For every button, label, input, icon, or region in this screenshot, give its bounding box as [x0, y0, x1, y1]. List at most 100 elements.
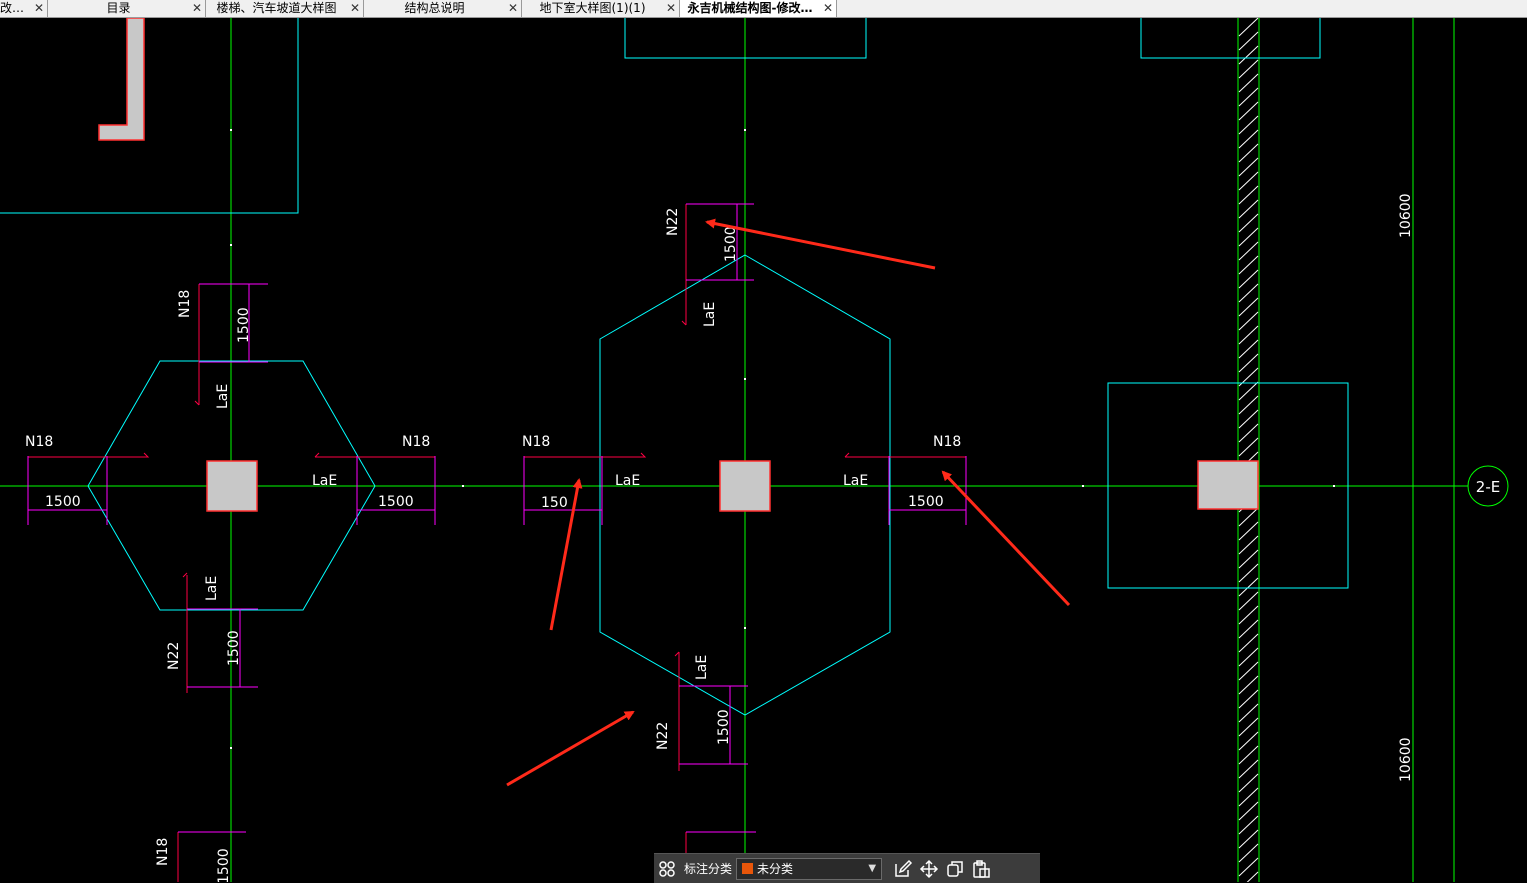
hatch-line — [1238, 297, 1259, 317]
hatch-line — [1238, 115, 1259, 135]
tab-label: 楼梯、汽车坡道大样图 — [216, 1, 337, 15]
labels-right-group: 10600 10600 — [1398, 193, 1414, 782]
dim-left-top — [199, 283, 268, 363]
close-icon[interactable]: ✕ — [665, 1, 676, 15]
rebar-left-west — [28, 452, 150, 458]
axis-bubble-label: 2-E — [1476, 478, 1500, 496]
label-n18: N18 — [177, 290, 193, 318]
drawing-canvas[interactable]: N18 1500 LaE N18 1500 N18 LaE 1500 LaE N… — [0, 18, 1527, 882]
hatch-line — [1238, 31, 1259, 51]
rebar-hook — [314, 452, 320, 458]
hatch-line — [1238, 129, 1259, 149]
hatch-line — [1238, 759, 1259, 779]
rebar-hook — [194, 400, 200, 406]
annotation-arrows — [506, 218, 1071, 787]
tab-2[interactable]: 目录 ✕ — [48, 0, 206, 17]
hatch-line — [1238, 395, 1259, 415]
hatch-line — [1238, 325, 1259, 345]
hatch-line — [1238, 143, 1259, 163]
hatch-line — [1238, 87, 1259, 107]
hatch-line — [1238, 549, 1259, 569]
axis-bubble[interactable]: 2-E — [1467, 465, 1509, 507]
hatch-line — [1238, 535, 1259, 555]
hatch-line — [1238, 563, 1259, 583]
annotation-toolbar: 标注分类 未分类 ▼ — [654, 853, 1040, 883]
hatch-line — [1246, 871, 1259, 882]
hatch-line — [1238, 689, 1259, 709]
hatch-line — [1238, 843, 1259, 863]
hatch-line — [1238, 157, 1259, 177]
label-lae: LaE — [843, 473, 868, 489]
hatch-line — [1238, 213, 1259, 233]
hatch-line — [1238, 185, 1259, 205]
hatch-line — [1238, 73, 1259, 93]
hatch-line — [1238, 633, 1259, 653]
wall-fill — [1239, 18, 1258, 882]
edit-icon[interactable] — [890, 856, 916, 882]
label-lae: LaE — [702, 302, 718, 327]
outline-top-right — [1140, 18, 1321, 59]
tab-5[interactable]: 地下室大样图(1)(1) ✕ — [522, 0, 680, 17]
hatch-line — [1238, 703, 1259, 723]
tab-label: 结构总说明 — [404, 1, 465, 15]
close-icon[interactable]: ✕ — [507, 1, 518, 15]
annotation-arrow — [506, 710, 635, 787]
label-dim-1500: 1500 — [716, 709, 732, 745]
tab-6[interactable]: 永吉机械结构图-修改… ✕ — [680, 0, 837, 17]
hatch-line — [1238, 773, 1259, 793]
rebar-hook — [681, 320, 687, 326]
dim-left-east — [356, 456, 436, 525]
column-right — [1197, 460, 1259, 510]
hatch-line — [1238, 241, 1259, 261]
hexagon-cap-left — [87, 360, 376, 611]
axis-dot — [744, 627, 746, 629]
hatch-line — [1238, 815, 1259, 835]
hatch-line — [1238, 577, 1259, 597]
label-dim-1500: 1500 — [908, 494, 944, 510]
category-select[interactable]: 未分类 ▼ — [736, 857, 883, 880]
label-dim-1500-clipped: 150 — [541, 495, 568, 511]
tab-4[interactable]: 结构总说明 ✕ — [364, 0, 522, 17]
tab-1[interactable]: 改… ✕ — [0, 0, 48, 17]
grid-icon[interactable] — [654, 856, 680, 882]
label-lae: LaE — [615, 473, 640, 489]
column-middle — [719, 460, 771, 512]
dim-middle-top — [686, 203, 754, 281]
dim-middle-east — [888, 456, 967, 525]
hatch-line — [1238, 857, 1259, 877]
hatch-line — [1238, 101, 1259, 121]
hatch-line — [1238, 619, 1259, 639]
hatch-line — [1238, 591, 1259, 611]
canvas-background — [0, 18, 1527, 882]
label-n18: N18 — [933, 434, 961, 450]
axis-dot — [744, 129, 746, 131]
close-icon[interactable]: ✕ — [349, 1, 360, 15]
hatch-line — [1238, 647, 1259, 667]
hatch-line — [1238, 423, 1259, 443]
move-icon[interactable] — [916, 856, 942, 882]
rebar-middle-west — [524, 452, 647, 458]
tab-bar: 改… ✕ 目录 ✕ 楼梯、汽车坡道大样图 ✕ 结构总说明 ✕ 地下室大样图(1)… — [0, 0, 1527, 18]
hatch-line — [1238, 353, 1259, 373]
hatch-line — [1238, 171, 1259, 191]
outline-top-left — [0, 18, 299, 214]
copy-icon[interactable] — [942, 856, 968, 882]
paste-icon[interactable] — [968, 856, 994, 882]
close-icon[interactable]: ✕ — [822, 1, 833, 15]
label-dim-1500: 1500 — [236, 307, 252, 343]
tab-3[interactable]: 楼梯、汽车坡道大样图 ✕ — [206, 0, 364, 17]
category-label: 标注分类 — [684, 862, 733, 876]
hatch-line — [1238, 507, 1259, 527]
hatch-line — [1238, 255, 1259, 275]
close-icon[interactable]: ✕ — [33, 1, 44, 15]
chevron-down-icon: ▼ — [868, 862, 877, 874]
hatch-line — [1238, 661, 1259, 681]
annotation-arrow — [941, 470, 1071, 607]
hatch-line — [1238, 18, 1259, 37]
rebar-hook — [674, 651, 680, 657]
hatch-line — [1238, 269, 1259, 289]
hatch-line — [1238, 731, 1259, 751]
close-icon[interactable]: ✕ — [191, 1, 202, 15]
hatch-line — [1238, 801, 1259, 821]
label-lae: LaE — [694, 655, 710, 680]
